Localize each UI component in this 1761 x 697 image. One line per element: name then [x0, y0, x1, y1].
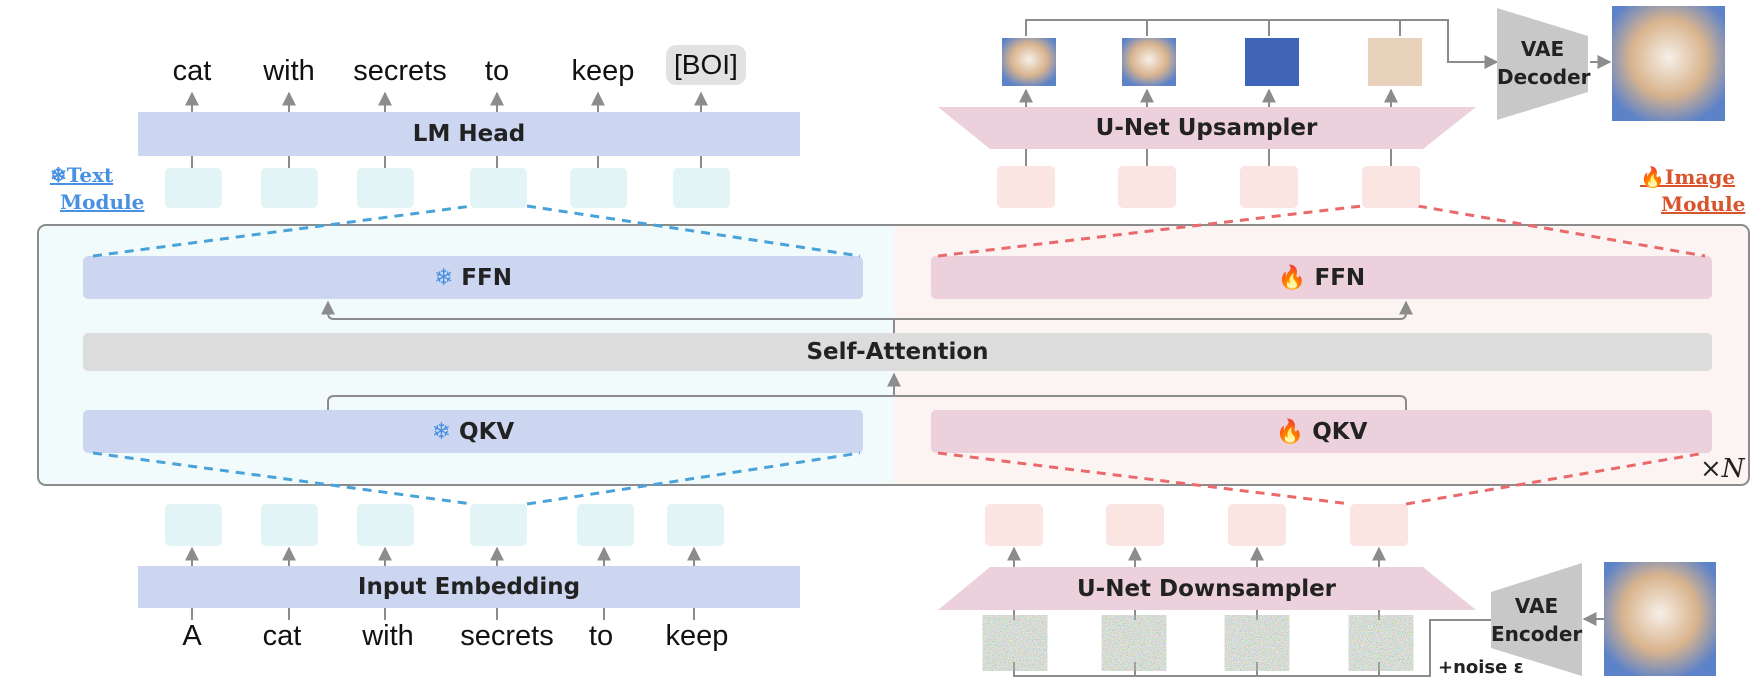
image-token: [1228, 504, 1286, 546]
cat-thumbnail-icon: [1002, 38, 1056, 86]
vae-encoder-shape: [1491, 563, 1582, 676]
qkv-text: QKV: [1312, 418, 1368, 445]
input-token: with: [362, 620, 414, 652]
repeat-count: ×N: [1700, 454, 1745, 484]
text-qkv-label: ❄ QKV: [83, 410, 863, 453]
boi-token: [BOI]: [666, 45, 746, 85]
ffn-text: FFN: [461, 264, 512, 291]
text-arrows: [185, 91, 708, 620]
text-module-label-line2: Module: [60, 190, 145, 214]
noise-thumbnail-icon: [1107, 620, 1161, 666]
noisy-image-thumbnails: [988, 620, 1408, 666]
text-top-fan: [92, 204, 861, 258]
output-cat-image-icon: [1612, 6, 1725, 121]
output-token: with: [263, 55, 315, 87]
qkv-text: QKV: [459, 418, 515, 445]
text-ffn-bar: [83, 256, 863, 299]
image-token: [1350, 504, 1408, 546]
image-token: [997, 166, 1055, 208]
image-token: [985, 504, 1043, 546]
text-token: [570, 168, 627, 208]
image-qkv-label: 🔥 QKV: [931, 410, 1712, 453]
input-token: cat: [262, 620, 302, 652]
self-attention-bar: [83, 333, 1712, 371]
noise-thumbnail-icon: [1230, 620, 1284, 666]
text-token: [667, 504, 724, 546]
text-output-token-row: [165, 168, 730, 208]
lm-head-label: LM Head: [412, 121, 526, 147]
fire-icon: 🔥: [1277, 265, 1307, 291]
unet-downsampler-label: U-Net Downsampler: [1076, 575, 1337, 602]
text-token: [357, 504, 414, 546]
image-input-token-row: [985, 504, 1408, 546]
image-token: [1118, 166, 1176, 208]
snowflake-icon: ❄: [431, 418, 452, 445]
lm-head-bar: [138, 112, 800, 156]
image-top-fan: [937, 204, 1706, 258]
image-token: [1106, 504, 1164, 546]
output-token: secrets: [353, 55, 447, 87]
image-arrows: [1007, 19, 1612, 677]
unet-downsampler-shape: [938, 567, 1476, 610]
text-token: [470, 504, 527, 546]
image-token: [1240, 166, 1298, 208]
text-qkv-bar: [83, 410, 863, 453]
input-cat-image-icon: [1604, 562, 1716, 676]
image-qkv-bar: [931, 410, 1712, 453]
text-token: [357, 168, 414, 208]
cat-thumbnail-icon: [1122, 38, 1176, 86]
text-token: [470, 168, 527, 208]
image-module-label: 🔥Image: [1640, 165, 1736, 189]
noise-thumbnail-icon: [1354, 620, 1408, 666]
input-token: keep: [665, 620, 729, 652]
input-embedding-bar: [138, 566, 800, 608]
snowflake-icon: ❄: [434, 264, 454, 291]
output-token: to: [484, 55, 510, 87]
fire-icon: 🔥: [1275, 419, 1305, 445]
text-token: [261, 504, 318, 546]
text-token: [261, 168, 318, 208]
text-module-label: ❄Text: [50, 163, 114, 187]
fire-icon: 🔥: [1640, 165, 1665, 189]
input-token: to: [588, 620, 614, 652]
image-ffn-label: 🔥 FFN: [931, 256, 1712, 299]
text-bottom-fan: [92, 451, 861, 506]
image-module-label-line2: Module: [1661, 192, 1746, 216]
input-token: A: [182, 620, 202, 652]
cat-thumbnail-icon: [1368, 38, 1422, 86]
image-output-token-row: [997, 166, 1420, 208]
text-ffn-label: ❄ FFN: [83, 256, 863, 299]
ffn-text: FFN: [1314, 264, 1366, 291]
attention-to-ffn-arrows: [321, 300, 1413, 320]
cat-thumbnail-icon: [1245, 38, 1299, 86]
text-input-token-row: [165, 504, 724, 546]
input-token: secrets: [460, 620, 554, 652]
text-token: [673, 168, 730, 208]
vae-decoder-shape: [1497, 8, 1588, 120]
noise-label: +noise ε: [1438, 657, 1524, 678]
input-embedding-label: Input Embedding: [357, 574, 581, 600]
image-bottom-fan: [937, 451, 1706, 506]
snowflake-icon: ❄: [50, 163, 67, 187]
image-ffn-bar: [931, 256, 1712, 299]
output-token: cat: [172, 55, 212, 87]
generated-image-thumbnails: [1002, 38, 1422, 86]
image-token: [1362, 166, 1420, 208]
qkv-to-attention-arrow: [327, 395, 1407, 410]
output-token: keep: [571, 55, 635, 87]
unet-upsampler-shape: [938, 107, 1476, 149]
unet-upsampler-label: U-Net Upsampler: [1095, 115, 1318, 141]
text-token: [165, 168, 222, 208]
self-attention-label: Self-Attention: [806, 339, 989, 365]
text-token: [577, 504, 634, 546]
transformer-block-border: [37, 224, 1750, 486]
text-token: [165, 504, 222, 546]
noise-thumbnail-icon: [988, 620, 1042, 666]
